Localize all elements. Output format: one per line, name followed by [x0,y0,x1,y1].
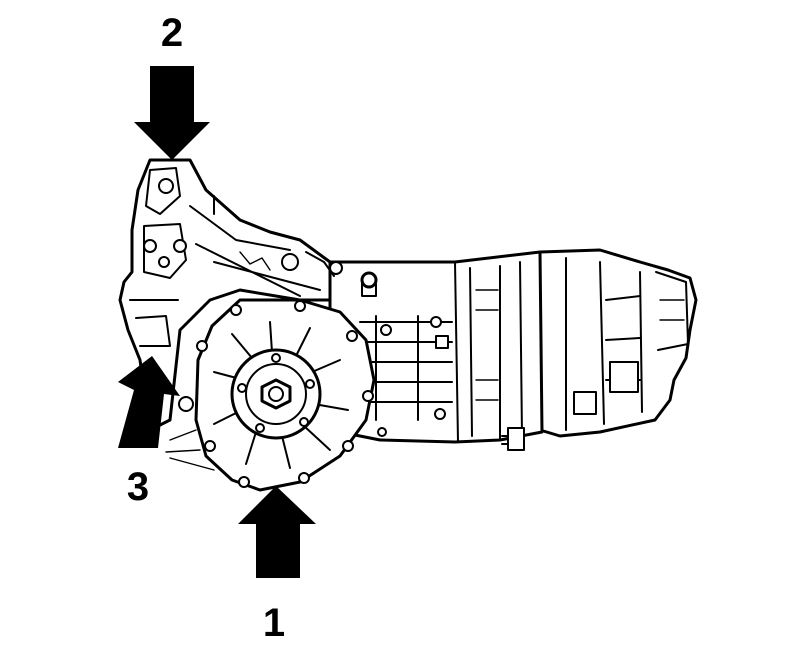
callout-arrow-2 [134,66,210,160]
callout-label-3: 3 [127,465,149,509]
main-gearbox-body [328,250,544,451]
gearbox-illustration [118,158,698,492]
callout-label-2: 2 [161,11,183,55]
callout-label-1: 1 [263,601,285,645]
callout-arrow-1 [238,486,316,578]
final-drive-cover [165,298,376,492]
callout-arrow-3 [118,356,180,448]
bell-housing [118,158,343,432]
rear-extension-housing [538,248,698,438]
